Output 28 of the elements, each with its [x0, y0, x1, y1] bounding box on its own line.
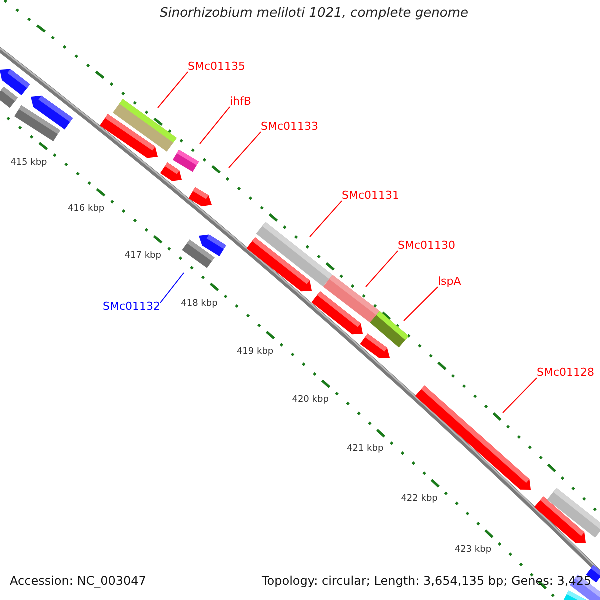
leader-line [228, 132, 262, 168]
gene-label: SMc01132 [103, 301, 161, 314]
accession-text: Accession: NC_003047 [10, 575, 146, 588]
gene-label: SMc01128 [537, 367, 595, 380]
leader-line [404, 286, 438, 322]
scale-label: 422 kbp [401, 495, 438, 506]
scale-label: 415 kbp [10, 159, 48, 170]
gene-label: ihfB [230, 96, 252, 108]
title: Sinorhizobium meliloti 1021, complete genome [160, 7, 469, 22]
gene-label: lspA [438, 276, 462, 288]
scale-label: 419 kbp [236, 348, 274, 358]
gene-label: SMc01130 [398, 240, 456, 252]
gene-label: SMc01131 [342, 190, 400, 202]
leader-line [158, 72, 188, 108]
leader-line [502, 378, 538, 414]
leader-line [366, 250, 398, 288]
gene-label: SMc01135 [188, 61, 246, 74]
scale-label: 421 kbp [346, 445, 384, 456]
gene-label: SMc01133 [261, 121, 319, 134]
leader-line [200, 106, 230, 144]
scale-label: 423 kbp [454, 546, 492, 556]
scale-label: 416 kbp [68, 205, 105, 216]
leader-line [160, 272, 184, 304]
scale-label: 417 kbp [124, 252, 162, 262]
scale-label: 420 kbp [292, 396, 329, 406]
scale-label: 418 kbp [181, 300, 218, 310]
leader-line [310, 200, 342, 238]
genome-stats-text: Topology: circular; Length: 3,654,135 bp; Genes: 3,425 [262, 575, 592, 588]
